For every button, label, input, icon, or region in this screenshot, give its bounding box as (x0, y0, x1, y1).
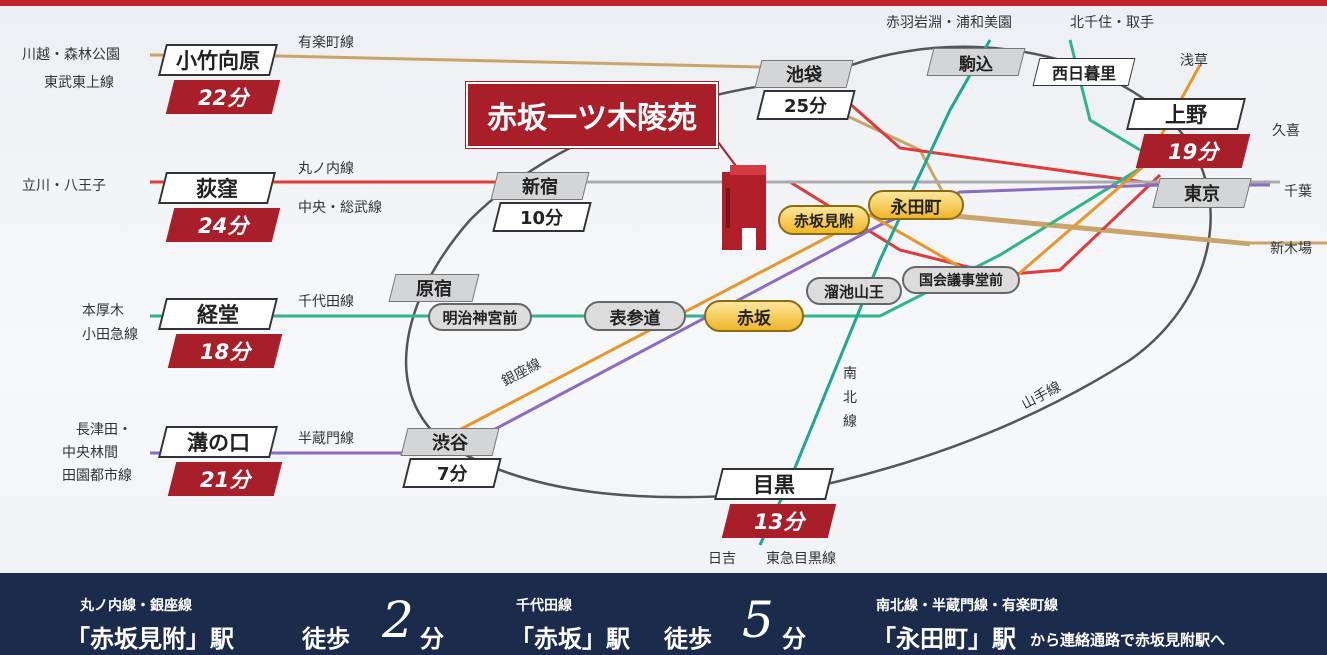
time-shibuya: 7分 (402, 458, 502, 488)
station-kotakemukaihara[interactable]: 小竹向原 (158, 44, 278, 76)
station-ogikubo[interactable]: 荻窪 (158, 172, 276, 204)
time-kyodo: 18分 (167, 334, 283, 368)
station-ueno[interactable]: 上野 (1126, 98, 1246, 130)
site-title: 赤坂一ツ木陵苑 (466, 82, 718, 148)
time-ogikubo: 24分 (165, 208, 281, 242)
access-footer: 丸ノ内線・銀座線 「赤坂見附」駅 徒歩 2 分 千代田線 「赤坂」駅 徒歩 5 … (0, 573, 1327, 655)
station-meijijingumae[interactable]: 明治神宮前 (428, 303, 532, 331)
footer-item1-walk: 徒歩 (302, 625, 350, 653)
yurakucho-branch (929, 213, 1251, 247)
dest-odakyu: 小田急線 (82, 327, 138, 343)
station-komagome[interactable]: 駒込 (926, 48, 1026, 76)
chuo-sobu-label: 中央・総武線 (298, 200, 382, 216)
top-accent-bar (0, 0, 1327, 6)
time-shinjuku: 10分 (492, 202, 592, 232)
footer-item1-station: 「赤坂見附」駅 (66, 625, 234, 653)
dest-hiyoshi: 日吉 (708, 551, 736, 567)
footer-item2-station: 「赤坂」駅 (510, 625, 630, 653)
time-ueno: 19分 (1135, 134, 1251, 168)
time-meguro: 13分 (721, 504, 837, 538)
station-akasakamitsuke[interactable]: 赤坂見附 (778, 205, 870, 235)
station-kyodo[interactable]: 経堂 (158, 298, 278, 330)
dest-tachikawa: 立川・八王子 (22, 178, 106, 194)
dest-kitasenju: 北千住・取手 (1070, 15, 1154, 31)
station-mizonokuchi[interactable]: 溝の口 (158, 426, 278, 458)
footer-item3-lines: 南北線・半蔵門線・有楽町線 (876, 598, 1058, 614)
station-tameikesanno[interactable]: 溜池山王 (806, 277, 902, 305)
station-akasaka[interactable]: 赤坂 (704, 300, 804, 332)
hanzomon-label: 半蔵門線 (298, 431, 354, 447)
time-mizonokuchi: 21分 (167, 462, 283, 496)
dest-dento: 田園都市線 (62, 468, 132, 484)
station-meguro[interactable]: 目黒 (714, 468, 834, 500)
footer-item1-unit: 分 (420, 625, 444, 653)
station-tokyo[interactable]: 東京 (1152, 178, 1252, 208)
time-kotakemukaihara: 22分 (165, 80, 281, 114)
station-ikebukuro[interactable]: 池袋 (754, 60, 854, 88)
footer-item1-minutes: 2 (382, 591, 414, 649)
station-kokkaigijidomae[interactable]: 国会議事堂前 (902, 266, 1020, 294)
footer-item3-note: から連絡通路で赤坂見附駅へ (1030, 631, 1226, 649)
yurakucho-label: 有楽町線 (298, 35, 354, 51)
namboku-label: 南北線 (843, 366, 857, 430)
dest-tobu-tojo: 東武東上線 (44, 75, 114, 91)
dest-kuki: 久喜 (1272, 123, 1300, 139)
dest-chiba: 千葉 (1284, 184, 1312, 200)
dest-nagatsuta: 長津田・ (76, 422, 132, 438)
station-nagatacho[interactable]: 永田町 (868, 190, 964, 220)
footer-item3-station: 「永田町」駅 (872, 625, 1016, 653)
footer-item1-lines: 丸ノ内線・銀座線 (80, 598, 192, 614)
marunouchi-label: 丸ノ内線 (298, 161, 354, 177)
station-harajuku[interactable]: 原宿 (388, 274, 480, 302)
footer-item2-walk: 徒歩 (664, 625, 712, 653)
dest-honatsugi: 本厚木 (82, 303, 124, 319)
footer-item2-minutes: 5 (742, 591, 774, 649)
namboku-line (758, 39, 992, 546)
footer-item2-lines: 千代田線 (516, 598, 572, 614)
dest-asakusa: 浅草 (1180, 53, 1208, 69)
time-ikebukuro: 25分 (756, 90, 856, 120)
dest-akabane: 赤羽岩淵・浦和美園 (886, 15, 1012, 31)
chiyoda-label: 千代田線 (298, 294, 354, 310)
dest-kawagoe: 川越・森林公園 (22, 47, 120, 63)
dest-shinkiba: 新木場 (1270, 241, 1312, 257)
footer-item2-unit: 分 (782, 625, 806, 653)
station-shinjuku[interactable]: 新宿 (490, 172, 590, 200)
building-icon (722, 165, 766, 250)
station-omotesando[interactable]: 表参道 (584, 301, 686, 331)
dest-chuorinkan: 中央林間 (62, 445, 118, 461)
station-shibuya[interactable]: 渋谷 (400, 428, 500, 456)
dest-meguro-line: 東急目黒線 (766, 551, 836, 567)
station-nishinippori[interactable]: 西日暮里 (1032, 58, 1136, 86)
